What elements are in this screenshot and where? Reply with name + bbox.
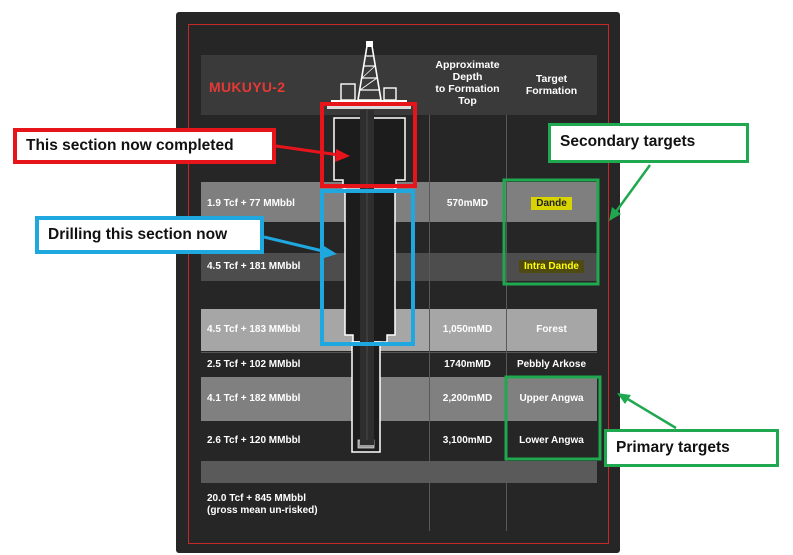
drilling-section-box bbox=[320, 189, 415, 346]
formation-highlight: Intra Dande bbox=[518, 260, 584, 273]
depth-value: 1,050mMD bbox=[442, 324, 493, 335]
depth-value: 1740mMD bbox=[444, 359, 491, 370]
total-line: (gross mean un-risked) bbox=[207, 505, 318, 516]
secondary-targets-box bbox=[502, 178, 600, 286]
resource-value: 2.6 Tcf + 120 MMbbl bbox=[207, 435, 301, 446]
formation-column-header: Target Formation bbox=[506, 73, 597, 97]
table-row bbox=[201, 182, 597, 222]
depth-header-line: Depth bbox=[452, 71, 483, 83]
secondary-targets-callout: Secondary targets bbox=[548, 123, 749, 163]
formation-header-line: Formation bbox=[525, 85, 578, 97]
depth-header-line: to Formation bbox=[435, 83, 500, 95]
drilling-arrow-icon bbox=[263, 235, 337, 259]
formation-label: Lower Angwa bbox=[519, 435, 584, 446]
depth-column-header: Approximate Depth to Formation Top bbox=[429, 59, 506, 107]
column-divider bbox=[429, 115, 430, 531]
depth-header-line: Approximate bbox=[435, 59, 500, 71]
drilling-rig-icon bbox=[327, 41, 411, 109]
completed-section-box bbox=[320, 102, 417, 188]
formation-header-line: Target bbox=[535, 73, 568, 85]
resource-value: 4.5 Tcf + 183 MMbbl bbox=[207, 324, 301, 335]
formation-label: Forest bbox=[536, 324, 567, 335]
table-row bbox=[201, 352, 597, 378]
completed-arrow-icon bbox=[275, 144, 350, 162]
well-title: MUKUYU-2 bbox=[209, 79, 286, 95]
formation-label: Pebbly Arkose bbox=[516, 359, 587, 370]
resource-value: 1.9 Tcf + 77 MMbbl bbox=[207, 198, 295, 209]
primary-targets-callout: Primary targets bbox=[604, 429, 779, 467]
total-resource: 20.0 Tcf + 845 MMbbl (gross mean un-risk… bbox=[207, 493, 318, 517]
depth-value: 2,200mMD bbox=[442, 393, 493, 404]
drilling-section-callout: Drilling this section now bbox=[35, 216, 264, 254]
formation-highlight: Dande bbox=[531, 197, 572, 210]
table-row bbox=[201, 377, 597, 421]
secondary-arrow-icon bbox=[609, 164, 652, 221]
column-divider bbox=[506, 115, 507, 531]
formation-label: Dande bbox=[506, 197, 597, 210]
total-line: 20.0 Tcf + 845 MMbbl bbox=[207, 493, 307, 504]
primary-arrow-icon bbox=[617, 393, 677, 430]
depth-value: 570mMD bbox=[446, 198, 489, 209]
resource-value: 4.1 Tcf + 182 MMbbl bbox=[207, 393, 301, 404]
depth-header-line: Top bbox=[458, 95, 477, 107]
resource-value: 2.5 Tcf + 102 MMbbl bbox=[207, 359, 301, 370]
table-row bbox=[201, 421, 597, 461]
resource-value: 4.5 Tcf + 181 MMbbl bbox=[207, 261, 301, 272]
formation-label: Upper Angwa bbox=[519, 393, 584, 404]
table-row bbox=[201, 461, 597, 483]
depth-value: 3,100mMD bbox=[442, 435, 493, 446]
primary-targets-box bbox=[504, 375, 602, 461]
well-table: MUKUYU-2 Approximate Depth to Formation … bbox=[201, 55, 597, 531]
diagram-frame bbox=[188, 24, 609, 544]
formation-label: Intra Dande bbox=[506, 260, 597, 273]
completed-section-callout: This section now completed bbox=[13, 128, 276, 164]
